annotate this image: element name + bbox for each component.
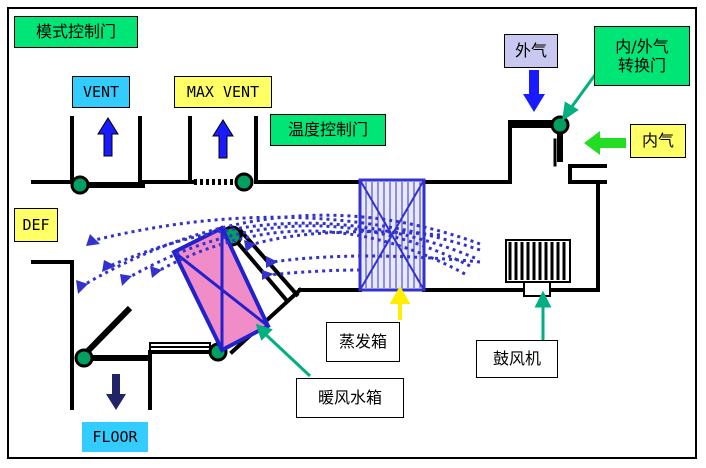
heater-core: [171, 225, 271, 353]
recirculation-door: [510, 115, 570, 162]
airflow-arrowheads: [76, 234, 278, 294]
up-arrow-icon: [212, 119, 234, 159]
down-arrow-icon: [106, 374, 126, 410]
vent-door: [70, 175, 145, 195]
blower: [505, 239, 571, 297]
evaporator-label: 蒸发箱: [326, 322, 400, 362]
inside-air-label: 内气: [630, 124, 686, 158]
mode-door-label: 模式控制门: [14, 16, 138, 48]
blower-label: 鼓风机: [476, 340, 558, 378]
floor-label: FLOOR: [82, 422, 148, 452]
outside-air-label: 外气: [504, 34, 558, 68]
left-arrow-icon: [584, 131, 626, 155]
max-vent-label: MAX VENT: [174, 76, 272, 108]
def-floor-door: [74, 305, 148, 368]
max-vent-door: [194, 172, 254, 192]
down-arrow-icon: [523, 70, 545, 112]
up-arrow-icon: [97, 117, 119, 157]
evaporator-pointer: [389, 286, 411, 320]
evaporator: [358, 178, 426, 292]
temperature-door-label: 温度控制门: [270, 114, 386, 146]
airflow-lines: [81, 213, 481, 288]
pointer-lines: [255, 67, 602, 378]
lower-temp-door: [149, 342, 228, 362]
recirculation-door-label: 内/外气 转换门: [594, 26, 690, 86]
heater-core-label: 暖风水箱: [296, 378, 404, 418]
def-label: DEF: [14, 208, 58, 242]
vent-label: VENT: [72, 76, 130, 108]
